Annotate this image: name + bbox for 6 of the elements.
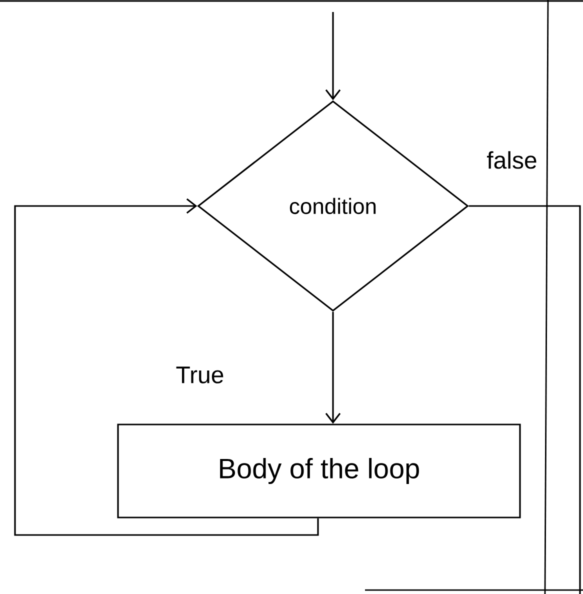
arrow: [14, 198, 319, 536]
edge-label: True: [174, 366, 226, 384]
edge-label: false: [486, 150, 538, 170]
arrow: [325, 312, 341, 424]
arrow: [325, 12, 341, 100]
process-box: Body of the loop: [117, 424, 521, 518]
